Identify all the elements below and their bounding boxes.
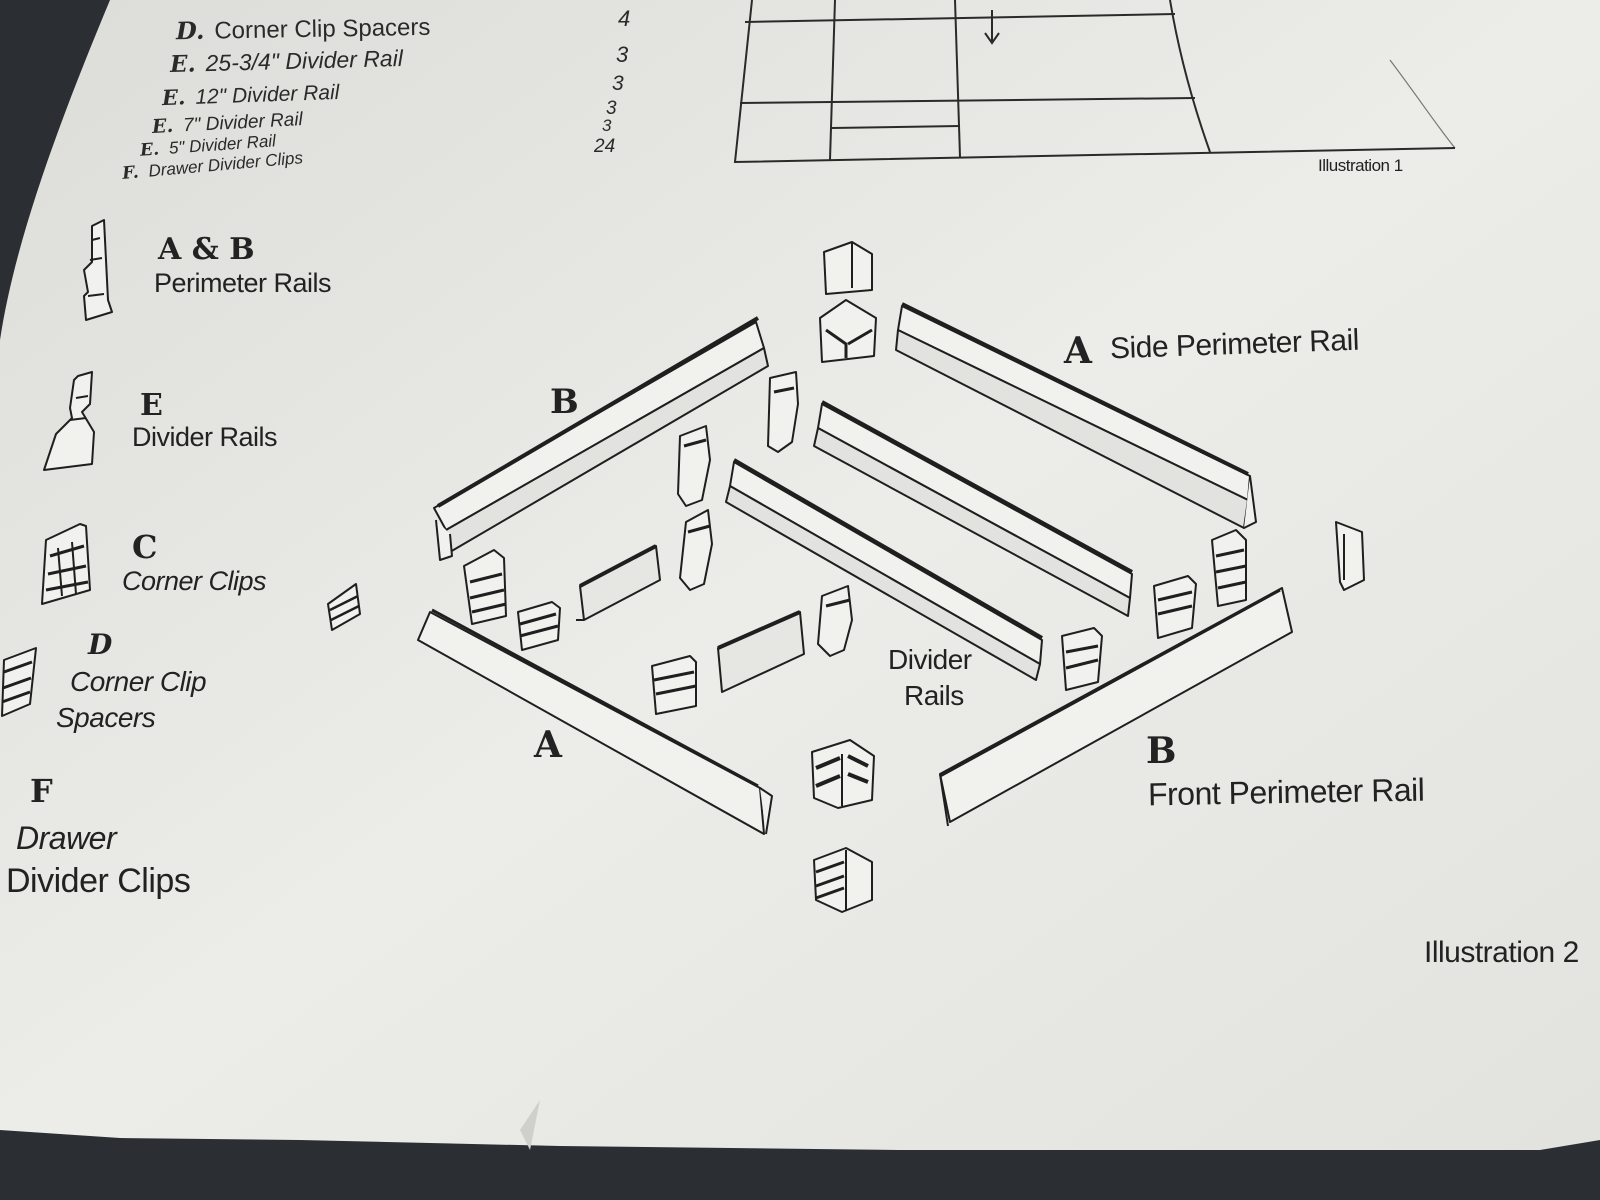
side-perimeter-rail-a bbox=[895, 302, 1257, 529]
back-rail-letter: B bbox=[550, 382, 579, 422]
back-perimeter-rail-b bbox=[433, 316, 769, 561]
legend-d-letter: D bbox=[88, 628, 113, 661]
front-rail-label: Front Perimeter Rail bbox=[1147, 771, 1425, 813]
corner-clip-top bbox=[819, 241, 877, 363]
corner-clip-spacer-small bbox=[327, 583, 361, 631]
perimeter-rail-profile-icon bbox=[83, 219, 113, 321]
corner-clip-spacer-mid bbox=[651, 655, 697, 715]
illustration-1 bbox=[733, 0, 1456, 164]
part-qty: 24 bbox=[594, 136, 616, 157]
drawer-divider-clip bbox=[767, 371, 799, 453]
legend-e-name: Divider Rails bbox=[132, 422, 278, 452]
front-rail-letter: B bbox=[1146, 730, 1177, 772]
front-perimeter-rail-b bbox=[939, 587, 1293, 827]
legend-d-name-line2: Spacers bbox=[56, 702, 156, 733]
divider-rails-label-line1: Divider bbox=[888, 644, 972, 675]
divider-rails-label-line2: Rails bbox=[904, 680, 964, 711]
illustration-2-caption: Illustration 2 bbox=[1424, 936, 1579, 969]
divider-rail-long-1 bbox=[813, 400, 1133, 617]
corner-clip-front bbox=[811, 739, 875, 809]
corner-clip-spacer-right bbox=[1153, 575, 1197, 639]
front-left-perimeter-rail-a bbox=[417, 608, 773, 835]
corner-clip-spacer-bottom bbox=[813, 847, 873, 913]
corner-clip-left bbox=[463, 549, 507, 625]
drawer-divider-clip bbox=[677, 425, 711, 507]
legend-e-letter: E bbox=[140, 388, 163, 423]
legend-f-name-line1: Drawer bbox=[16, 820, 117, 856]
divider-rail-short-1 bbox=[576, 544, 661, 621]
corner-clip-right bbox=[1211, 529, 1247, 607]
corner-clip-spacer-front bbox=[1061, 627, 1103, 691]
legend-ab-letter: A & B bbox=[158, 232, 255, 267]
divider-rail-profile-icon bbox=[43, 371, 95, 471]
drawer-divider-clip bbox=[817, 585, 853, 657]
part-qty: 4 bbox=[618, 6, 631, 31]
part-qty: 3 bbox=[602, 116, 612, 135]
part-qty: 3 bbox=[606, 98, 617, 119]
part-qty: 3 bbox=[612, 72, 624, 95]
corner-clip-spacer-left bbox=[517, 601, 561, 651]
divider-rail-short-2 bbox=[717, 610, 805, 693]
corner-clip-icon bbox=[41, 523, 91, 605]
corner-clip-spacer-icon bbox=[1, 647, 37, 717]
side-rail-letter: A bbox=[1064, 330, 1092, 372]
corner-clip-far-right bbox=[1335, 521, 1365, 591]
legend-d-name-line1: Corner Clip bbox=[70, 666, 207, 697]
legend-ab-name: Perimeter Rails bbox=[154, 268, 332, 298]
legend-f-letter: F bbox=[30, 772, 53, 810]
left-rail-letter: A bbox=[534, 724, 562, 766]
part-qty: 3 bbox=[616, 42, 629, 67]
divider-rail-long-2 bbox=[725, 458, 1044, 681]
illustration-1-caption: Illustration 1 bbox=[1318, 156, 1403, 175]
drawer-layout-drawing bbox=[733, 0, 1456, 164]
legend-f-name-line2: Divider Clips bbox=[6, 862, 191, 900]
legend-c-name: Corner Clips bbox=[122, 566, 267, 596]
drawer-divider-clip bbox=[679, 509, 713, 591]
legend-c-letter: C bbox=[132, 528, 158, 566]
